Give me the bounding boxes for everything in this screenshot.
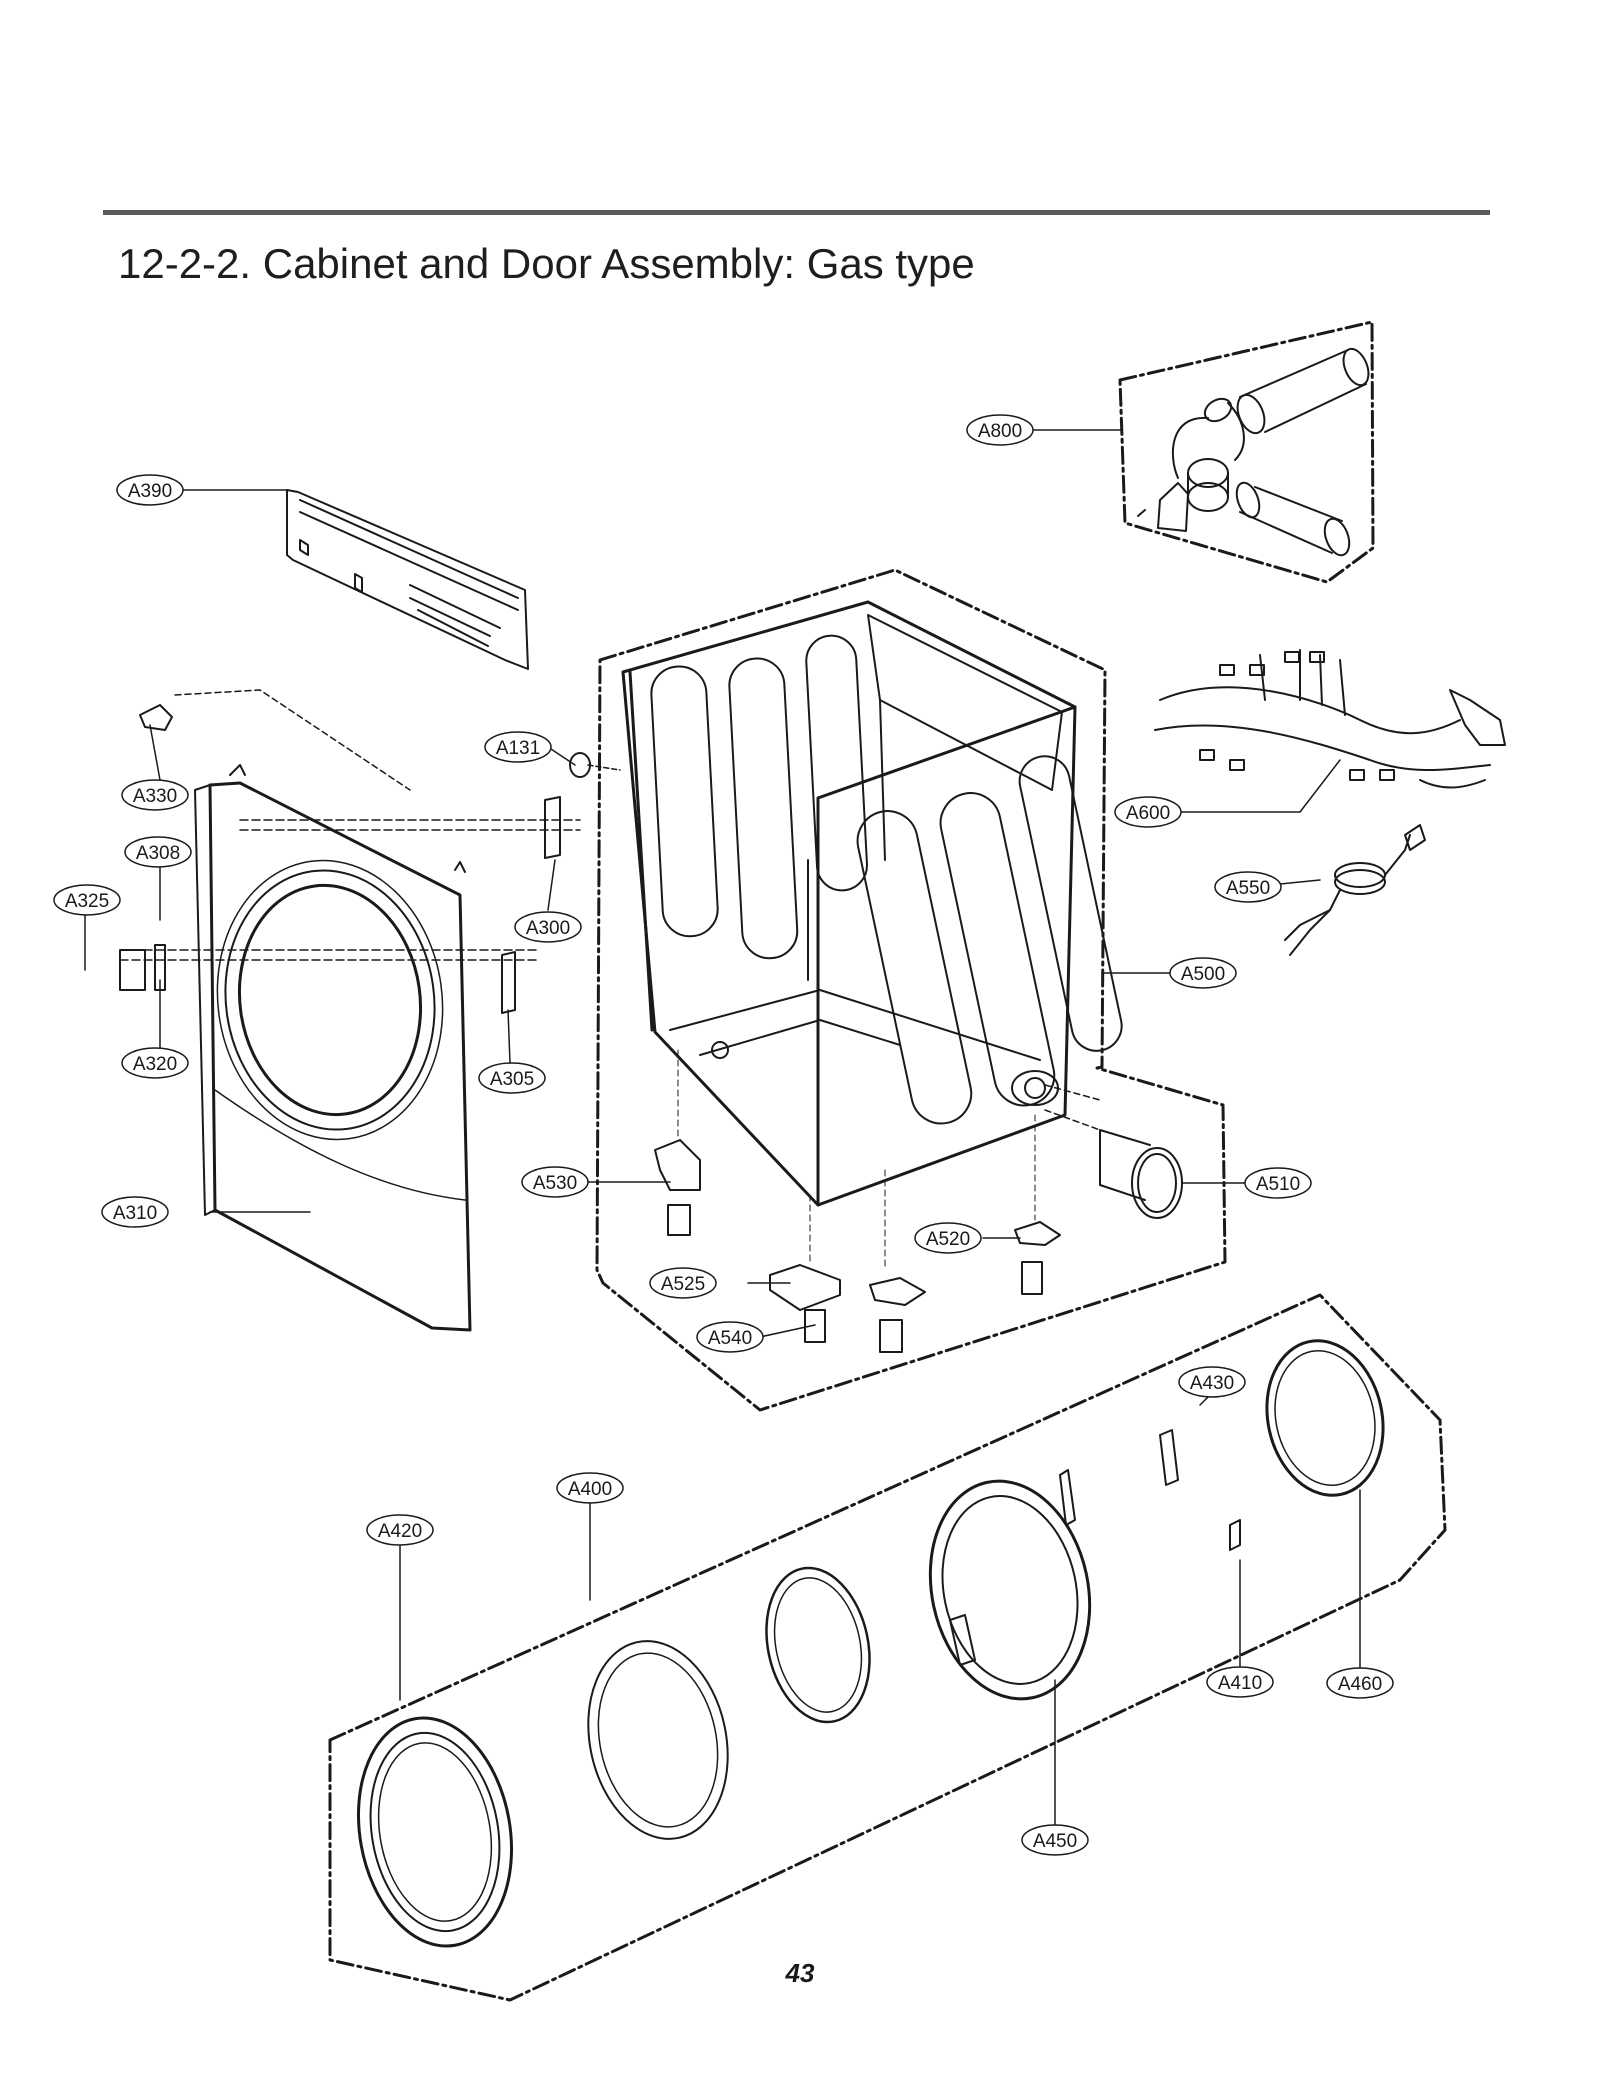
callout-a400: A400 [556, 1472, 624, 1504]
page-title: 12-2-2. Cabinet and Door Assembly: Gas t… [118, 240, 975, 287]
callout-label: A330 [133, 786, 177, 807]
callout-label: A305 [490, 1069, 534, 1090]
control-bracket-part [286, 489, 529, 670]
callout-a325: A325 [53, 884, 121, 916]
callout-label: A450 [1033, 1831, 1077, 1852]
callout-label: A540 [708, 1328, 752, 1349]
vent-kit-part [1118, 320, 1375, 584]
callout-a320: A320 [121, 1047, 189, 1079]
callout-a600: A600 [1114, 796, 1182, 828]
callout-a530: A530 [521, 1166, 589, 1198]
callout-a305: A305 [478, 1062, 546, 1094]
callout-label: A430 [1190, 1373, 1234, 1394]
callout-a550: A550 [1214, 871, 1282, 903]
callout-a310: A310 [101, 1196, 169, 1228]
callout-label: A400 [568, 1479, 612, 1500]
callout-a390: A390 [116, 474, 184, 506]
leader-lines [84, 429, 1361, 1826]
callout-a500: A500 [1169, 957, 1237, 989]
wire-harness-part [1154, 649, 1506, 789]
callout-a308: A308 [124, 836, 192, 868]
callout-a131: A131 [484, 731, 552, 763]
callout-label: A600 [1126, 803, 1170, 824]
cabinet-part [595, 568, 1227, 1412]
callout-label: A410 [1218, 1673, 1262, 1694]
callout-a525: A525 [649, 1267, 717, 1299]
hinge-bracket-part [119, 689, 621, 1014]
callout-a540: A540 [696, 1321, 764, 1353]
callout-label: A310 [113, 1203, 157, 1224]
callout-label: A520 [926, 1229, 970, 1250]
callout-label: A390 [128, 481, 172, 502]
leveling-feet-part [654, 1139, 1061, 1353]
callout-a330: A330 [121, 779, 189, 811]
callout-a450: A450 [1021, 1824, 1089, 1856]
callout-label: A325 [65, 891, 109, 912]
page-number: 43 [785, 1958, 815, 1988]
callout-a410: A410 [1206, 1666, 1274, 1698]
callout-label: A530 [533, 1173, 577, 1194]
power-cord-part [1284, 824, 1426, 956]
callout-a420: A420 [366, 1514, 434, 1546]
callout-label: A420 [378, 1521, 422, 1542]
callout-a460: A460 [1326, 1667, 1394, 1699]
callout-label: A308 [136, 843, 180, 864]
callout-a520: A520 [914, 1222, 982, 1254]
exhaust-duct-part [1099, 1129, 1183, 1219]
callout-label: A550 [1226, 878, 1270, 899]
callout-a300: A300 [514, 911, 582, 943]
callout-label: A510 [1256, 1174, 1300, 1195]
callout-label: A525 [661, 1274, 705, 1295]
callout-a430: A430 [1178, 1366, 1246, 1398]
front-panel-part [194, 764, 472, 1332]
callout-a510: A510 [1244, 1167, 1312, 1199]
callout-label: A460 [1338, 1674, 1382, 1695]
callout-label: A500 [1181, 964, 1225, 985]
callout-label: A320 [133, 1054, 177, 1075]
callout-label: A300 [526, 918, 570, 939]
callout-label: A800 [978, 421, 1022, 442]
title-rule [103, 210, 1490, 215]
callout-label: A131 [496, 738, 540, 759]
callout-a800: A800 [966, 414, 1034, 446]
door-assembly-part [328, 1293, 1447, 2002]
